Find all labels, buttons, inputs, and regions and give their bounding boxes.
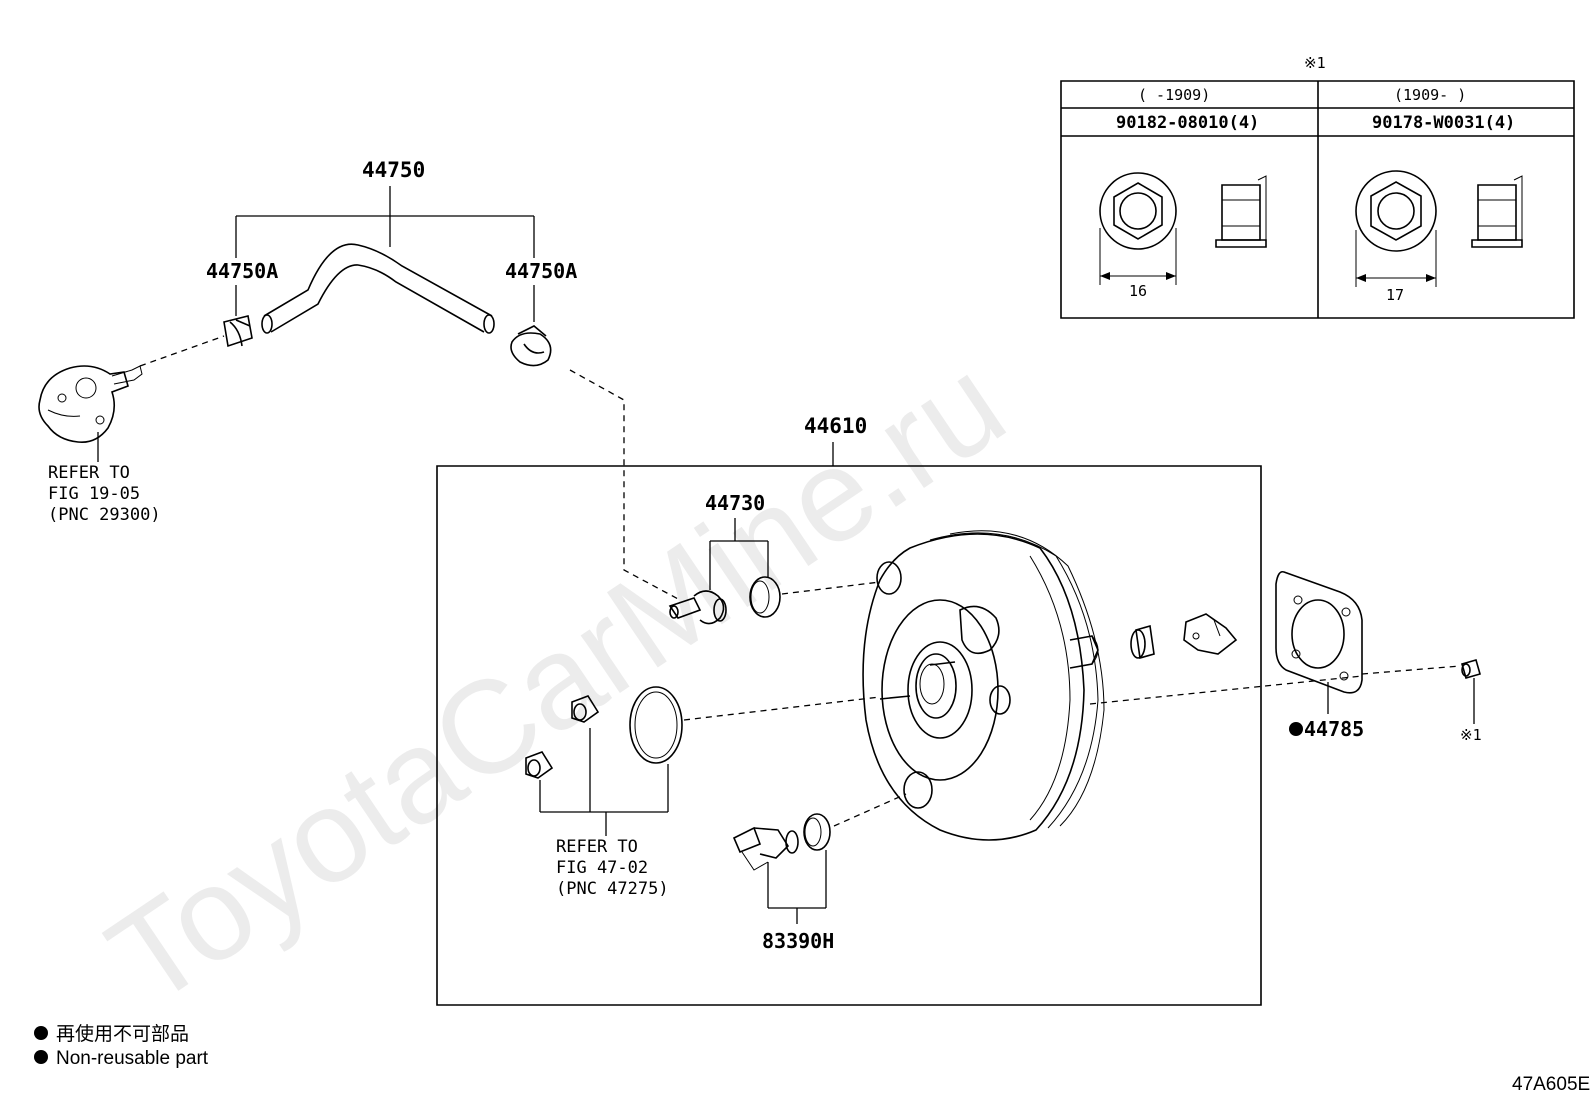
label-44610: 44610 bbox=[804, 414, 867, 438]
dimension-17-label: 17 bbox=[1386, 286, 1404, 304]
flange-nut-16-side-icon bbox=[1216, 176, 1266, 247]
clevis-icon bbox=[1184, 614, 1236, 654]
ref-mc-line1: REFER TO bbox=[556, 837, 638, 857]
pump-to-clamp-dash bbox=[140, 336, 224, 366]
vacuum-hose-icon bbox=[262, 244, 494, 333]
legend: 再使用不可部品 Non-reusable part bbox=[34, 1023, 209, 1069]
dimension-16: 16 bbox=[1100, 228, 1176, 300]
dimension-17: 17 bbox=[1356, 230, 1436, 304]
vacuum-sensor-icon bbox=[734, 828, 798, 870]
table-col2-partno: 90178-W0031(4) bbox=[1372, 113, 1515, 133]
ref-mc-line2: FIG 47-02 bbox=[556, 858, 648, 878]
label-nut-ref: ※1 bbox=[1460, 726, 1482, 744]
label-44785: 44785 bbox=[1304, 717, 1364, 741]
master-cyl-bracket-lines bbox=[540, 728, 668, 836]
vacuum-pump-icon bbox=[39, 366, 142, 442]
label-83390h: 83390H bbox=[762, 929, 834, 953]
watermark-text: ToyotaCarMine.ru bbox=[83, 329, 1029, 1033]
sensor-bracket-lines bbox=[768, 850, 826, 924]
hose-clamp-left-icon bbox=[224, 316, 252, 346]
check-valve-bracket-lines bbox=[710, 518, 768, 590]
legend-dot-1 bbox=[34, 1026, 48, 1040]
sensor-grommet-icon bbox=[804, 814, 830, 850]
grommet-icon bbox=[750, 577, 780, 617]
ref-fig-19-05: REFER TO FIG 19-05 (PNC 29300) bbox=[48, 463, 161, 525]
ref-pump-line2: FIG 19-05 bbox=[48, 484, 140, 504]
label-44750a-right: 44750A bbox=[505, 259, 577, 283]
mc-oring-icon bbox=[630, 687, 682, 763]
flange-nut-17-side-icon bbox=[1472, 176, 1522, 247]
figure-code: 47A605E bbox=[1512, 1074, 1590, 1095]
legend-dot-2 bbox=[34, 1050, 48, 1064]
nut-spec-table: ※1 ( -1909) (1909- ) 90182-08010(4) 9017… bbox=[1061, 54, 1574, 318]
legend-item-jp: 再使用不可部品 bbox=[56, 1023, 189, 1045]
table-col2-range: (1909- ) bbox=[1394, 86, 1466, 104]
dimension-16-label: 16 bbox=[1129, 282, 1147, 300]
table-note-mark: ※1 bbox=[1304, 54, 1326, 72]
ref-mc-line3: (PNC 47275) bbox=[556, 879, 669, 899]
mc-nut-lower-icon bbox=[526, 752, 552, 778]
clevis-nut-icon bbox=[1131, 626, 1154, 658]
label-44730: 44730 bbox=[705, 491, 765, 515]
gasket-icon bbox=[1276, 572, 1362, 693]
clamp-to-checkvalve-dash bbox=[570, 370, 680, 600]
flange-nut-16-top-icon bbox=[1100, 173, 1176, 249]
check-valve-icon bbox=[670, 591, 726, 624]
label-44750a-left: 44750A bbox=[206, 259, 278, 283]
table-col1-range: ( -1909) bbox=[1138, 86, 1210, 104]
table-col1-partno: 90182-08010(4) bbox=[1116, 113, 1259, 133]
ref-fig-47-02: REFER TO FIG 47-02 (PNC 47275) bbox=[556, 837, 669, 899]
label-44750: 44750 bbox=[362, 158, 425, 182]
hose-clamp-right-icon bbox=[511, 326, 551, 366]
legend-item-en: Non-reusable part bbox=[56, 1048, 209, 1069]
mc-nut-upper-icon bbox=[572, 696, 598, 722]
ref-pump-line1: REFER TO bbox=[48, 463, 130, 483]
ref-pump-line3: (PNC 29300) bbox=[48, 505, 161, 525]
non-reusable-dot bbox=[1289, 722, 1303, 736]
flange-nut-icon bbox=[1462, 660, 1480, 678]
flange-nut-17-top-icon bbox=[1356, 171, 1436, 251]
brake-booster-icon bbox=[863, 531, 1104, 840]
booster-assembly-frame bbox=[437, 466, 1261, 1005]
hose-bracket-lines bbox=[236, 186, 534, 258]
